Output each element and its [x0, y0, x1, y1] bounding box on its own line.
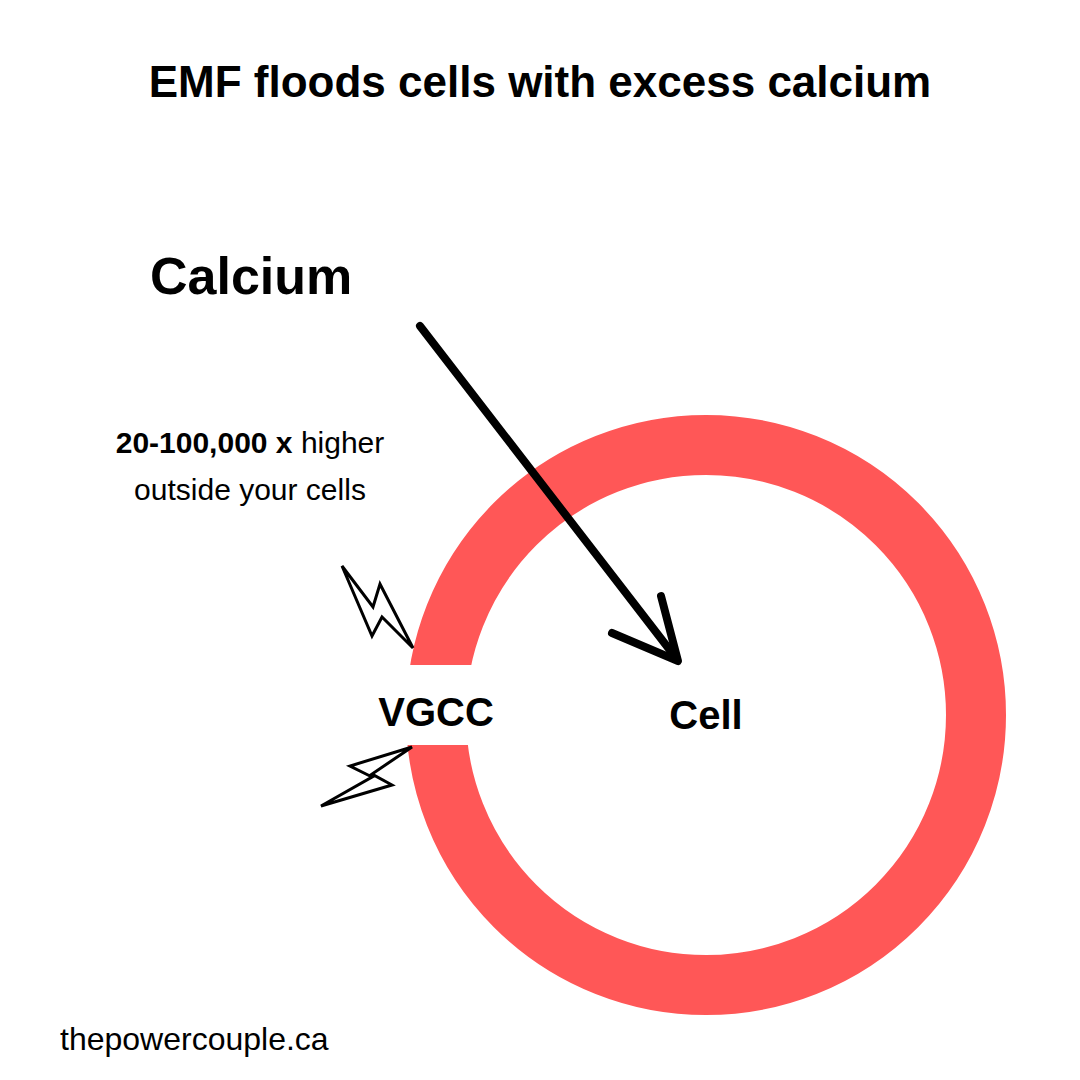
website-label-group: thepowercouple.ca	[60, 1022, 560, 1057]
cell-circle: Cell	[406, 415, 1006, 1015]
calcium-label: Calcium	[150, 247, 352, 305]
lightning-bolt	[342, 566, 413, 648]
calcium-arrow	[420, 326, 676, 658]
arrow-head	[612, 596, 678, 661]
title: EMF floods cells with excess calcium	[0, 58, 1080, 106]
vgcc-label-group: VGCC	[336, 692, 536, 732]
concentration-note-group: 20-100,000 x higher outside your cells	[70, 420, 430, 513]
website-label: thepowercouple.ca	[60, 1021, 329, 1057]
concentration-note: 20-100,000 x	[116, 426, 293, 459]
calcium-label-group: Calcium	[150, 248, 470, 305]
cell-membrane	[436, 445, 976, 985]
cell-label: Cell	[669, 695, 742, 735]
lightning-bolt	[321, 747, 412, 806]
vgcc-label: VGCC	[378, 690, 494, 734]
